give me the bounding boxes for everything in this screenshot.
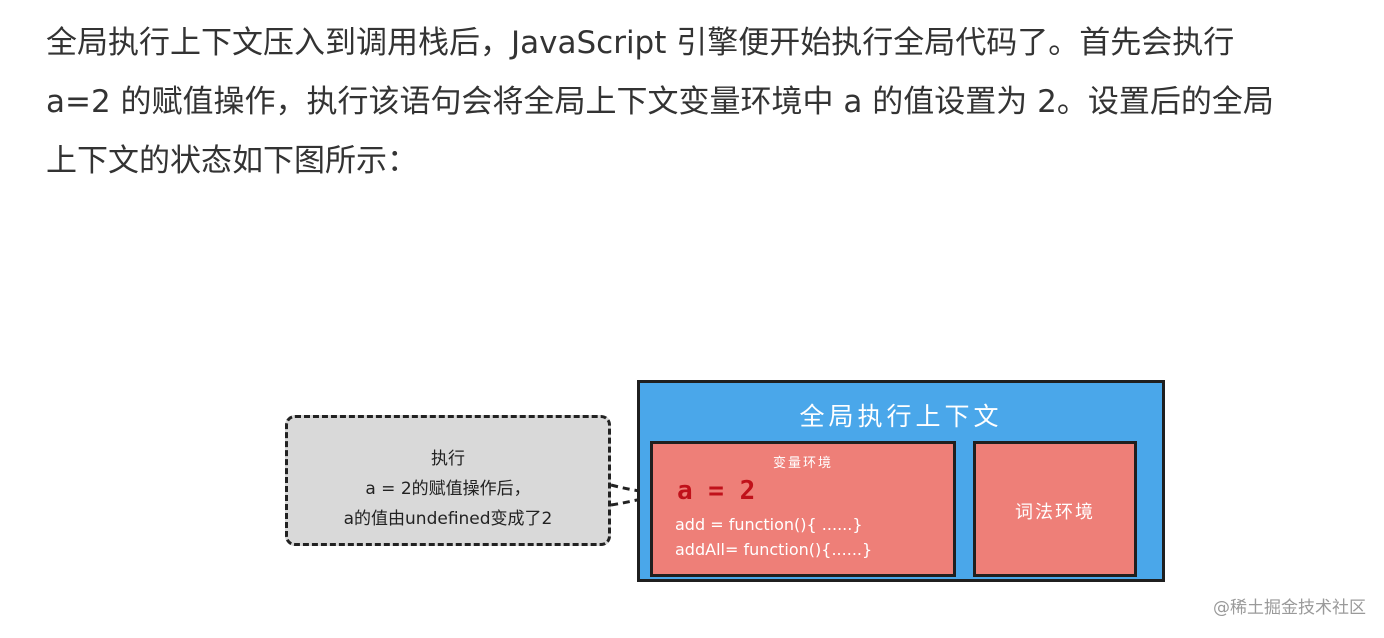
lexical-environment-title: 词法环境 bbox=[1015, 502, 1095, 523]
global-context-title: 全局执行上下文 bbox=[799, 402, 1003, 431]
paragraph-line-3: 上下文的状态如下图所示： bbox=[46, 143, 418, 179]
note-line-2: a = 2的赋值操作后， bbox=[365, 479, 531, 499]
global-execution-context: 全局执行上下文 变量环境 a = 2 add = function(){ ...… bbox=[637, 380, 1165, 582]
paragraph-line-1: 全局执行上下文压入到调用栈后，JavaScript 引擎便开始执行全局代码了。首… bbox=[46, 25, 1235, 61]
note-line-3: a的值由undefined变成了2 bbox=[343, 509, 553, 529]
variable-a-value: a = 2 bbox=[677, 476, 756, 506]
watermark: @稀土掘金技术社区 bbox=[1213, 598, 1366, 618]
note-line-1: 执行 bbox=[431, 449, 465, 469]
lexical-environment: 词法环境 bbox=[973, 441, 1137, 577]
variable-environment-title: 变量环境 bbox=[772, 456, 833, 471]
article-paragraph: 全局执行上下文压入到调用栈后，JavaScript 引擎便开始执行全局代码了。首… bbox=[46, 14, 1366, 191]
explanation-note: 执行 a = 2的赋值操作后， a的值由undefined变成了2 bbox=[285, 415, 611, 546]
variable-environment: 变量环境 a = 2 add = function(){ ......} add… bbox=[650, 441, 956, 577]
paragraph-line-2: a=2 的赋值操作，执行该语句会将全局上下文变量环境中 a 的值设置为 2。设置… bbox=[46, 84, 1274, 120]
variable-add: add = function(){ ......} bbox=[675, 515, 863, 534]
variable-addall: addAll= function(){......} bbox=[675, 540, 873, 559]
